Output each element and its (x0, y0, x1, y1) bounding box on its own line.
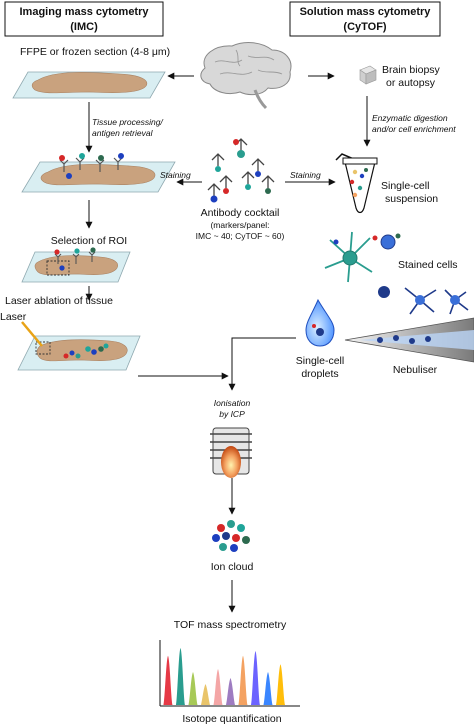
connector-cytof (231, 337, 296, 376)
spectrum-peak (188, 672, 198, 705)
spectrum-peak (251, 651, 260, 705)
nebuliser-image (344, 317, 474, 363)
cytof-header-title: Solution mass cytometry (300, 6, 432, 18)
spectrum-peak (201, 684, 210, 705)
tof-label: TOF mass spectrometry (174, 619, 287, 631)
enzymatic-label-2: and/or cell enrichment (372, 124, 456, 134)
laser-ablation-label: Laser ablation of tissue (5, 295, 113, 307)
spectrum-peak (213, 669, 223, 705)
spectrum-peak (226, 678, 235, 705)
spectrum-peak (238, 655, 248, 705)
laser-label: Laser (0, 311, 27, 323)
isotope-label: Isotope quantification (182, 713, 281, 725)
tube-image (335, 153, 378, 214)
tissue-slide-stained (21, 153, 176, 193)
stained-cells-label: Stained cells (398, 259, 458, 271)
ionisation-label-2: by ICP (219, 409, 245, 419)
tissue-slide-ablation (17, 321, 141, 371)
brain-biopsy-label-1: Brain biopsy (382, 64, 441, 76)
antibody-cocktail-image (207, 138, 275, 203)
markers-label-1: (markers/panel: (210, 220, 269, 230)
tissue-slide-roi (21, 247, 131, 283)
single-cell-droplets-label-2: droplets (301, 368, 338, 380)
antibody-cocktail-label: Antibody cocktail (201, 207, 280, 219)
ion-cloud-label: Ion cloud (211, 561, 254, 573)
laser-beam (21, 321, 43, 347)
brain-image (200, 42, 292, 110)
single-cell-droplets-label-1: Single-cell (296, 355, 344, 367)
ablated-particles (63, 343, 109, 359)
staining-right-label: Staining (290, 170, 321, 180)
tissue-processing-label-2: antigen retrieval (92, 128, 154, 138)
selection-roi-label: Selection of ROI (51, 235, 127, 247)
single-cell-suspension-label-2: suspension (385, 193, 438, 205)
biopsy-cube-icon (359, 65, 377, 85)
nebuliser-label: Nebuliser (393, 364, 438, 376)
spectrum-peak (176, 648, 185, 705)
imc-header: Imaging mass cytometry (IMC) (4, 1, 164, 37)
tissue-processing-label-1: Tissue processing/ (92, 117, 164, 127)
markers-label-2: IMC ~ 40; CyTOF ~ 60) (196, 231, 285, 241)
enzymatic-label-1: Enzymatic digestion (372, 113, 448, 123)
ffpe-label: FFPE or frozen section (4-8 μm) (20, 46, 170, 58)
spectrum-peak (163, 655, 173, 705)
single-cell-suspension-label-1: Single-cell (381, 180, 429, 192)
ion-cloud-image (212, 520, 250, 552)
spectrum-peak (276, 664, 285, 705)
cytof-header-subtitle: (CyTOF) (343, 21, 387, 33)
cytof-header: Solution mass cytometry (CyTOF) (289, 1, 441, 37)
ionisation-label-1: Ionisation (214, 398, 251, 408)
mass-spectrum-plot (159, 640, 300, 707)
tissue-slide-1 (12, 71, 166, 99)
staining-left-label: Staining (160, 170, 191, 180)
stained-cells-image (324, 231, 469, 315)
brain-biopsy-label-2: or autopsy (386, 77, 436, 89)
spectrum-peak (263, 672, 273, 705)
imc-header-title: Imaging mass cytometry (20, 6, 150, 18)
imc-header-subtitle: (IMC) (70, 21, 98, 33)
droplet-image (305, 298, 335, 347)
icp-torch-image (210, 427, 252, 478)
